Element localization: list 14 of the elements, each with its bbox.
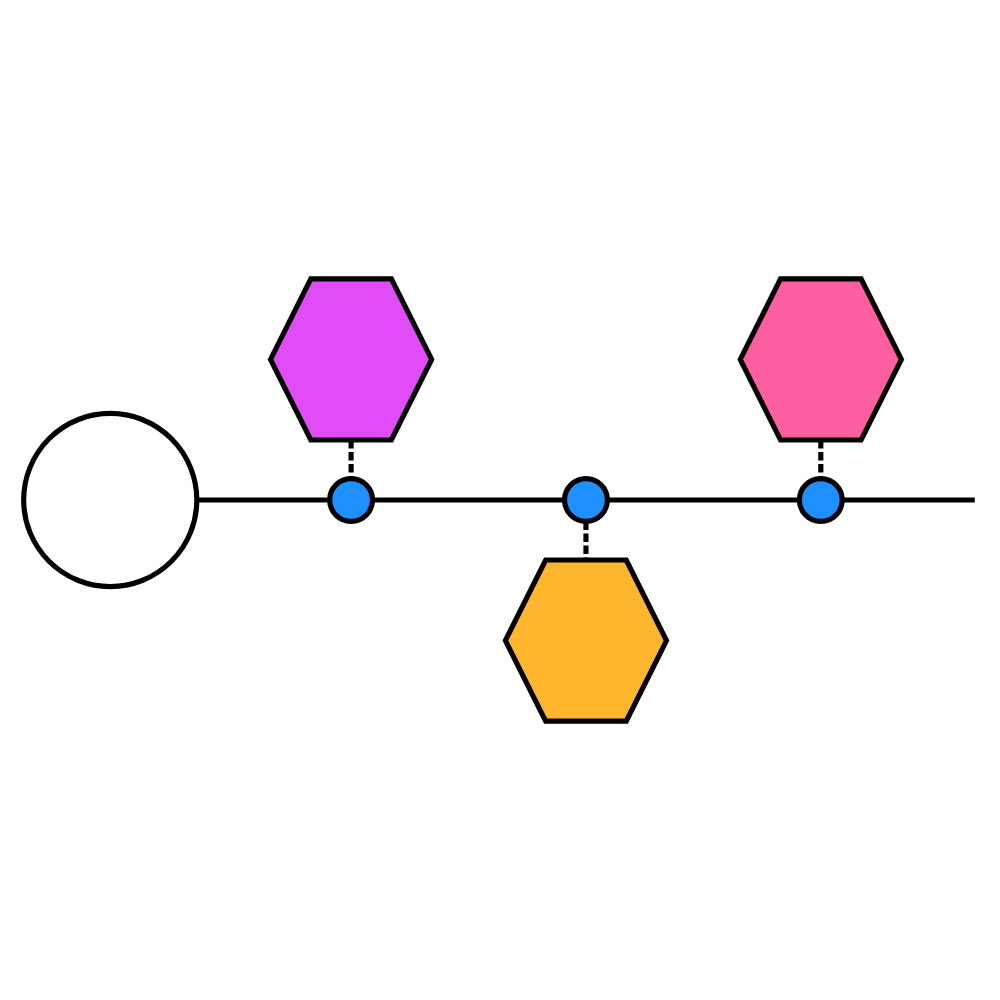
connector [583, 521, 589, 560]
connector [372, 497, 564, 503]
node-circle [561, 476, 610, 524]
node-circle [796, 476, 845, 524]
connector [607, 497, 799, 503]
node-hexagon [502, 557, 670, 724]
node-circle [21, 410, 200, 590]
connector [348, 440, 354, 479]
connector [842, 497, 975, 503]
connector [818, 440, 824, 479]
connector [197, 497, 330, 503]
node-circle [327, 476, 376, 524]
node-hexagon [737, 276, 905, 443]
node-hexagon [267, 276, 435, 443]
